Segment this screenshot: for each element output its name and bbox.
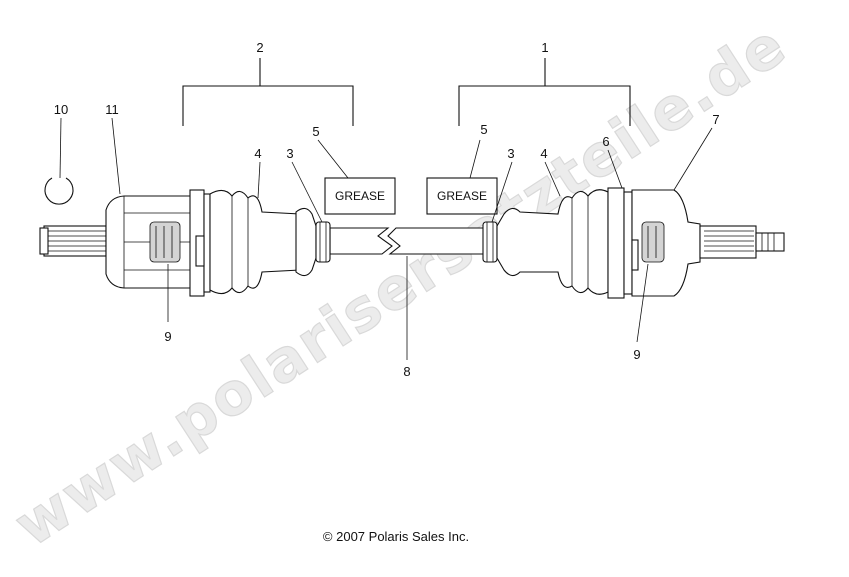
callout-6: 6 — [602, 134, 609, 149]
callout-7: 7 — [712, 112, 719, 127]
left-spline-stub — [39, 225, 107, 257]
grease-box-left: GREASE — [324, 177, 396, 215]
right-boot-band — [607, 187, 625, 299]
callout-5-left: 5 — [312, 124, 319, 139]
right-clamp — [482, 221, 498, 263]
leader-lines — [59, 117, 713, 360]
bracket-assembly-2 — [182, 58, 354, 126]
right-assembly — [482, 187, 785, 299]
copyright-text: © 2007 Polaris Sales Inc. — [323, 529, 469, 544]
shaft — [329, 227, 486, 255]
callout-3-left: 3 — [286, 146, 293, 161]
left-boot — [209, 189, 317, 295]
grease-label-left: GREASE — [335, 189, 385, 203]
callout-9-left: 9 — [164, 329, 171, 344]
callout-9-right: 9 — [633, 347, 640, 362]
left-cv-housing — [105, 189, 211, 297]
callout-5-right: 5 — [480, 122, 487, 137]
right-spline-stub — [699, 225, 785, 259]
callout-4-right: 4 — [540, 146, 547, 161]
callout-4-left: 4 — [254, 146, 261, 161]
left-assembly — [39, 177, 331, 297]
callout-3-right: 3 — [507, 146, 514, 161]
callout-1: 1 — [541, 40, 548, 55]
callout-11: 11 — [105, 102, 119, 117]
callout-2: 2 — [256, 40, 263, 55]
bracket-assembly-1 — [458, 58, 631, 126]
callout-10: 10 — [54, 102, 68, 117]
grease-label-right: GREASE — [437, 189, 487, 203]
circlip — [44, 177, 74, 205]
grease-box-right: GREASE — [426, 177, 498, 215]
right-cv-housing — [631, 189, 701, 297]
callout-8: 8 — [403, 364, 410, 379]
left-clamp — [315, 221, 331, 263]
